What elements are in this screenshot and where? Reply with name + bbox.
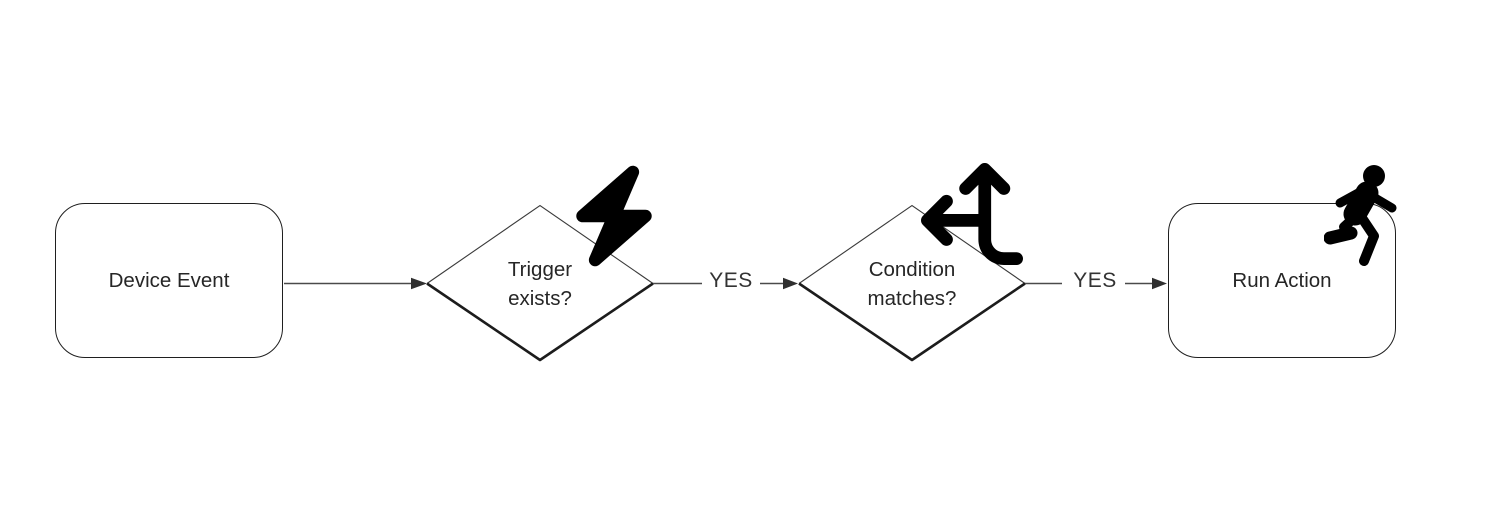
bolt-icon [576,165,652,267]
node-run-action-label: Run Action [1232,268,1332,292]
edge-label-trigger-yes: YES [709,269,753,292]
node-run-action: Run Action [1168,203,1396,358]
arrows-split-up-and-left-icon [921,163,1023,265]
edge-label-condition-yes: YES [1073,269,1117,292]
connector-event-to-trigger [284,277,427,290]
node-device-event: Device Event [55,203,283,358]
node-condition-matches-label: Condition matches? [867,258,957,310]
node-trigger-exists-label: Trigger exists? [507,258,573,310]
node-device-event-label: Device Event [108,268,230,292]
arrowhead [1152,277,1167,290]
arrowhead [783,277,798,290]
person-running-icon [1324,165,1397,266]
connector-trigger-to-condition [653,277,798,290]
connector-condition-to-action [1025,277,1167,290]
node-trigger-exists-diamond [426,204,654,362]
arrowhead [411,277,427,290]
